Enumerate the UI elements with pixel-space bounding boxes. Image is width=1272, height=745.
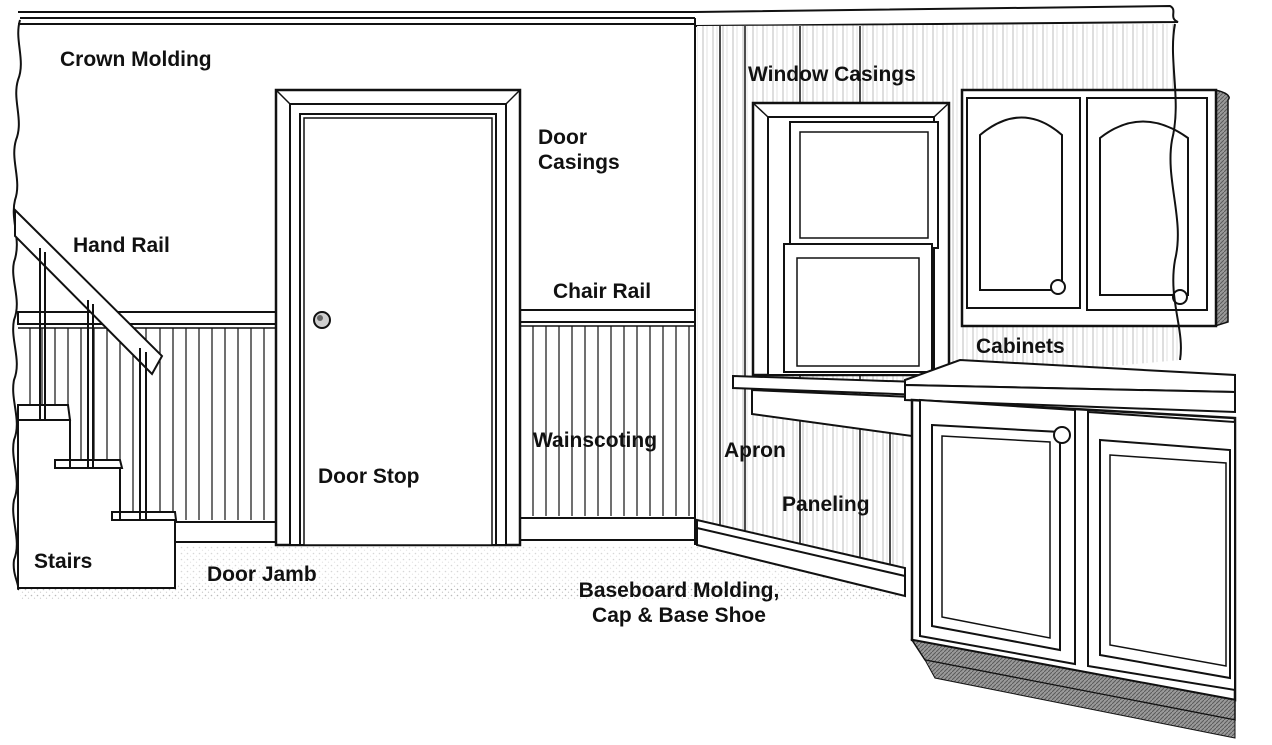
label-paneling: Paneling [782,493,870,516]
label-stairs: Stairs [34,550,93,573]
lower-cabinets [904,358,1237,739]
right-edge [1169,23,1182,361]
label-baseboard-line2: Cap & Base Shoe [592,604,766,627]
back-wall [12,17,696,591]
label-window-casings: Window Casings [748,63,916,86]
label-door-stop: Door Stop [318,465,420,488]
label-door-casings-line1: Door [538,126,587,149]
label-apron: Apron [724,439,786,462]
label-chair-rail: Chair Rail [553,280,652,303]
label-door-jamb: Door Jamb [207,563,317,586]
floor [20,545,1240,745]
label-baseboard: Baseboard Molding, Cap & Base Shoe [552,578,806,628]
label-baseboard-line1: Baseboard Molding, [578,579,780,602]
wainscoting-right [519,309,696,541]
crown-molding [18,4,1179,27]
door [274,88,522,547]
label-door-casings-line2: Casings [538,151,620,174]
upper-cabinets [960,88,1230,328]
label-crown-molding: Crown Molding [60,48,212,71]
label-door-casings: Door Casings [538,125,620,175]
label-hand-rail: Hand Rail [73,234,170,257]
label-wainscoting: Wainscoting [533,429,658,452]
label-cabinets: Cabinets [976,335,1065,358]
baseboard-right [696,518,906,598]
hand-rail [14,207,164,520]
window [732,101,951,438]
